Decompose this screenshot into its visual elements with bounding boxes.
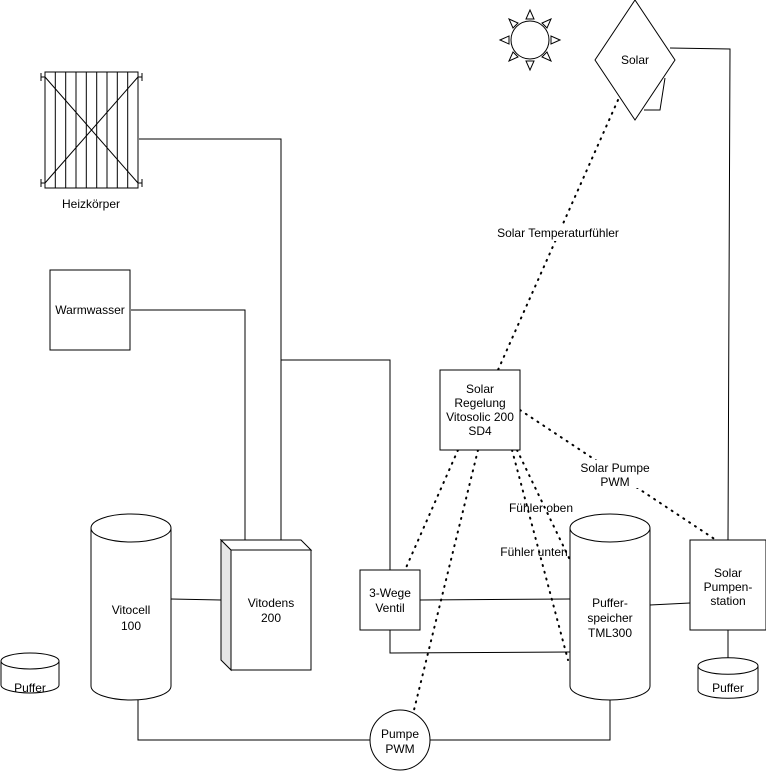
heizkoerper[interactable]: Heizkörper bbox=[40, 71, 143, 211]
vitodens[interactable]: Vitodens 200 bbox=[219, 538, 313, 672]
pipe-puffer-pumpenstation[interactable] bbox=[649, 602, 691, 606]
pumpe[interactable]: Pumpe PWM bbox=[369, 709, 431, 771]
pump-circle bbox=[369, 709, 431, 771]
solar-pumpe-pwm-label-1: Solar Pumpe bbox=[580, 461, 650, 475]
solar-regelung-line-3: Vitosolic 200 bbox=[446, 410, 514, 424]
wege-ventil-line-2: Ventil bbox=[375, 601, 404, 615]
signal-solar-pumpe-pwm[interactable] bbox=[519, 409, 717, 541]
edge-label-fuehler-unten: Fühler unten bbox=[500, 545, 567, 559]
puffer-right-label: Puffer bbox=[712, 681, 744, 695]
edge-label-solar-temperaturfuehler: Solar Temperaturfühler bbox=[497, 225, 619, 241]
pumpe-line-1: Pumpe bbox=[381, 727, 419, 741]
pipe-ventil-puffer-top[interactable] bbox=[419, 598, 571, 601]
wege-ventil[interactable]: 3-Wege Ventil bbox=[359, 569, 421, 631]
solar-panel-icon bbox=[594, 0, 676, 121]
vitocell-line-2: 100 bbox=[121, 619, 141, 633]
cylinder-shape bbox=[569, 513, 651, 701]
edge-label-solar-pumpe-pwm: Solar Pumpe PWM bbox=[580, 460, 650, 489]
pumpe-line-2: PWM bbox=[385, 742, 414, 756]
cylinder-shape bbox=[90, 513, 172, 701]
solar-temperaturfuehler-label: Solar Temperaturfühler bbox=[497, 226, 619, 240]
solar-pumpenstation-line-3: station bbox=[710, 594, 745, 608]
vitodens-line-1: Vitodens bbox=[248, 596, 294, 610]
radiator-icon bbox=[40, 71, 143, 189]
vitocell[interactable]: Vitocell 100 bbox=[90, 513, 172, 701]
solar-pumpenstation[interactable]: Solar Pumpen- station bbox=[689, 539, 766, 631]
puffer-right[interactable]: Puffer bbox=[697, 657, 759, 699]
signal-regelung-ventil[interactable] bbox=[404, 449, 459, 571]
solar-pumpenstation-box bbox=[689, 539, 766, 631]
fuehler-oben-label: Fühler oben bbox=[509, 501, 573, 515]
edge-label-fuehler-oben: Fühler oben bbox=[509, 501, 573, 515]
solar-label: Solar bbox=[621, 53, 649, 67]
solar-regelung-box bbox=[439, 369, 521, 451]
pufferspeicher-line-2: speicher bbox=[587, 611, 632, 625]
pufferspeicher-line-1: Puffer- bbox=[592, 596, 628, 610]
signal-fuehler-unten[interactable] bbox=[511, 449, 569, 661]
pipe-pumpe-puffer[interactable] bbox=[430, 700, 611, 741]
signal-fuehler-oben[interactable] bbox=[516, 449, 571, 561]
cylinder-shape bbox=[0, 652, 60, 694]
wege-ventil-line-1: 3-Wege bbox=[369, 586, 411, 600]
wege-ventil-box bbox=[359, 569, 421, 631]
warmwasser[interactable]: Warmwasser bbox=[49, 269, 131, 351]
solar-pumpenstation-line-1: Solar bbox=[714, 566, 742, 580]
sun-icon bbox=[498, 8, 562, 72]
pufferspeicher-line-3: TML300 bbox=[588, 626, 632, 640]
puffer-left[interactable]: Puffer bbox=[0, 652, 60, 695]
signal-regelung-pumpe[interactable] bbox=[413, 449, 479, 711]
cylinder-shape bbox=[697, 657, 759, 699]
puffer-left-label: Puffer bbox=[14, 681, 46, 695]
solar-regelung-line-2: Regelung bbox=[454, 396, 505, 410]
warmwasser-label: Warmwasser bbox=[55, 303, 125, 317]
pipe-vitodens-ventil[interactable] bbox=[281, 359, 391, 570]
pipe-solar-pumpenstation[interactable] bbox=[669, 47, 731, 541]
box-3d-shape bbox=[219, 538, 313, 672]
solar-pumpe-pwm-label-2: PWM bbox=[600, 475, 629, 489]
pipe-vitocell-pumpe[interactable] bbox=[137, 700, 370, 741]
pipe-connections bbox=[131, 47, 731, 741]
vitodens-line-2: 200 bbox=[261, 611, 281, 625]
solar-regelung-line-4: SD4 bbox=[468, 424, 492, 438]
vitocell-line-1: Vitocell bbox=[112, 603, 150, 617]
solar-regelung[interactable]: Solar Regelung Vitosolic 200 SD4 bbox=[439, 369, 521, 451]
solar[interactable]: Solar bbox=[594, 0, 676, 121]
pufferspeicher[interactable]: Puffer- speicher TML300 bbox=[569, 513, 651, 701]
fuehler-unten-label: Fühler unten bbox=[500, 545, 567, 559]
pipe-vitocell-vitodens[interactable] bbox=[170, 598, 222, 601]
pipe-warmwasser-vitodens[interactable] bbox=[131, 309, 246, 540]
warmwasser-box bbox=[49, 269, 131, 351]
pipe-heizkoerper-vitodens[interactable] bbox=[139, 138, 282, 540]
solar-pumpenstation-line-2: Pumpen- bbox=[704, 580, 753, 594]
solar-regelung-line-1: Solar bbox=[466, 382, 494, 396]
pipe-ventil-puffer-bottom[interactable] bbox=[389, 630, 571, 654]
heizkoerper-label: Heizkörper bbox=[62, 197, 120, 211]
